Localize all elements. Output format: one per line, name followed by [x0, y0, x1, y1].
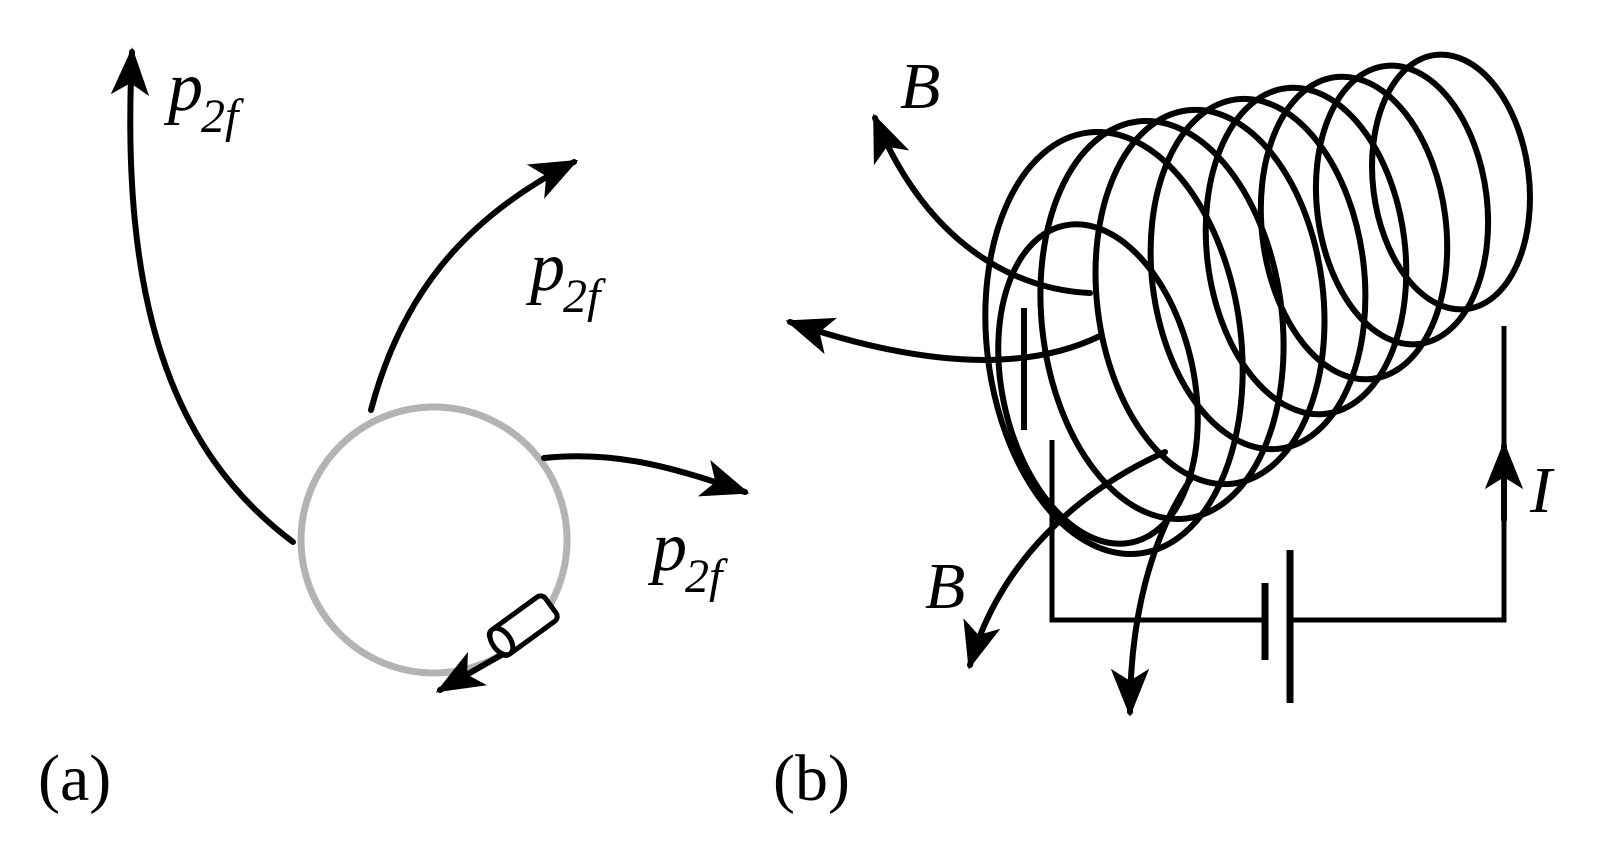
field-line-bottom-left: [963, 449, 1168, 670]
momentum-label-right: p2f: [647, 509, 728, 603]
field-line-bottom: [1110, 477, 1193, 717]
circuit-wire: [1049, 326, 1507, 623]
momentum-arrow-left: [110, 47, 296, 545]
storage-ring: [297, 403, 571, 677]
solenoid-front-opening: [995, 221, 1201, 547]
momentum-label-middle: p2f: [525, 229, 606, 323]
solenoid-icon: [982, 51, 1533, 557]
solenoid-turns: [982, 62, 1492, 557]
field-label-bottom: B: [925, 550, 965, 623]
field-line-mid: [785, 317, 1103, 363]
field-label-top: B: [900, 50, 940, 123]
field-line-top: [872, 113, 1093, 296]
injector-tube-icon: [435, 593, 560, 693]
solenoid-back-cap: [1369, 51, 1533, 313]
momentum-arrow-right: [541, 453, 750, 497]
caption-b: (b): [773, 742, 850, 815]
momentum-arrow-middle: [368, 159, 579, 413]
current-label: I: [1529, 454, 1555, 527]
caption-a: (a): [38, 742, 111, 815]
panel-b: B B I (b): [773, 50, 1555, 815]
momentum-label-left: p2f: [163, 49, 244, 143]
panel-a: p2f p2f p2f (a): [38, 47, 750, 815]
battery-icon: [1261, 550, 1294, 703]
